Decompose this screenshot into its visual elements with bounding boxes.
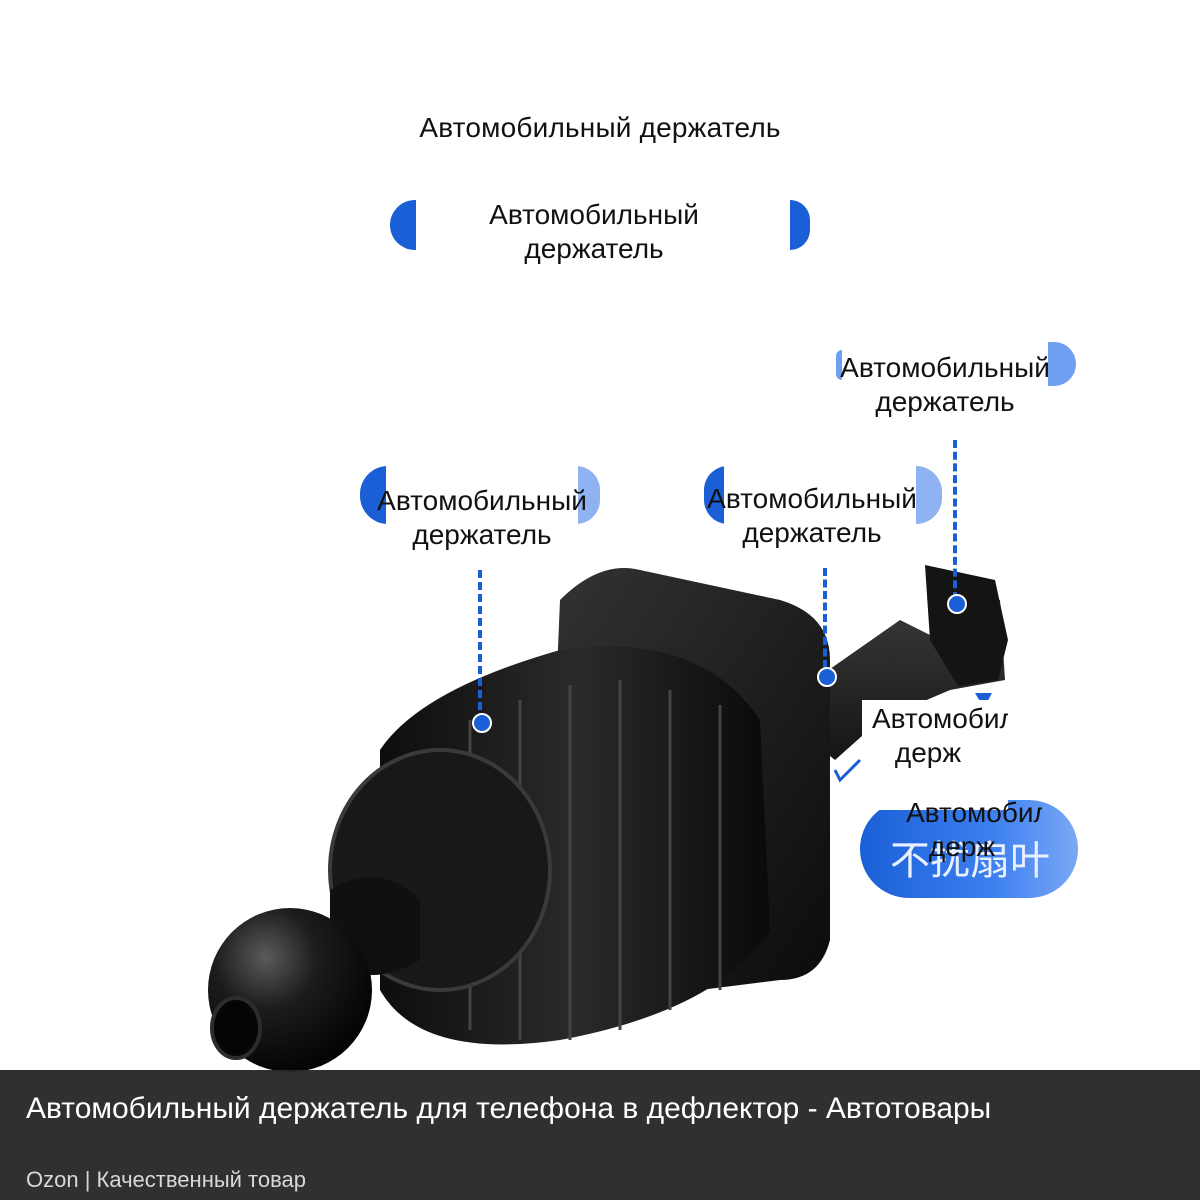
feature-badge-text: 不扰扇叶 — [890, 838, 1050, 884]
page-title: Автомобильный держатель — [419, 112, 781, 143]
caption-subtitle: Ozon | Качественный товар — [26, 1167, 307, 1192]
badge-right-cap — [790, 200, 810, 250]
callout-top-right-left-cap — [836, 350, 842, 380]
badge-label: Автомобильный держатель — [464, 198, 724, 266]
callout-middle-leader — [823, 568, 827, 668]
callout-top-right-leader — [953, 440, 957, 600]
feature-badge: 不扰扇叶 — [860, 800, 1078, 898]
callout-middle-pointer — [817, 667, 837, 687]
callout-left-leader — [478, 570, 482, 710]
caption-title: Автомобильный держатель для телефона в д… — [26, 1092, 992, 1125]
callout-left: Автомобильный держатель — [377, 466, 587, 570]
badge-left-cap — [390, 200, 416, 250]
side-label-2: Автомобильный держ — [898, 796, 1042, 898]
side-label-1: Автомобильный держ — [862, 700, 1008, 810]
side-label-2-text: Автомобильный держ — [906, 797, 1042, 862]
caption-bar: Автомобильный держатель для телефона в д… — [0, 1070, 1200, 1200]
callout-middle: Автомобильный держатель — [707, 464, 917, 568]
callout-left-pointer — [472, 713, 492, 733]
callout-top-right-pointer — [947, 594, 967, 614]
side-label-1-text: Автомобильный держ — [872, 703, 1008, 768]
header-badge: Автомобильный держатель — [390, 198, 810, 266]
callout-top-right: Автомобильный держатель — [840, 330, 1050, 440]
